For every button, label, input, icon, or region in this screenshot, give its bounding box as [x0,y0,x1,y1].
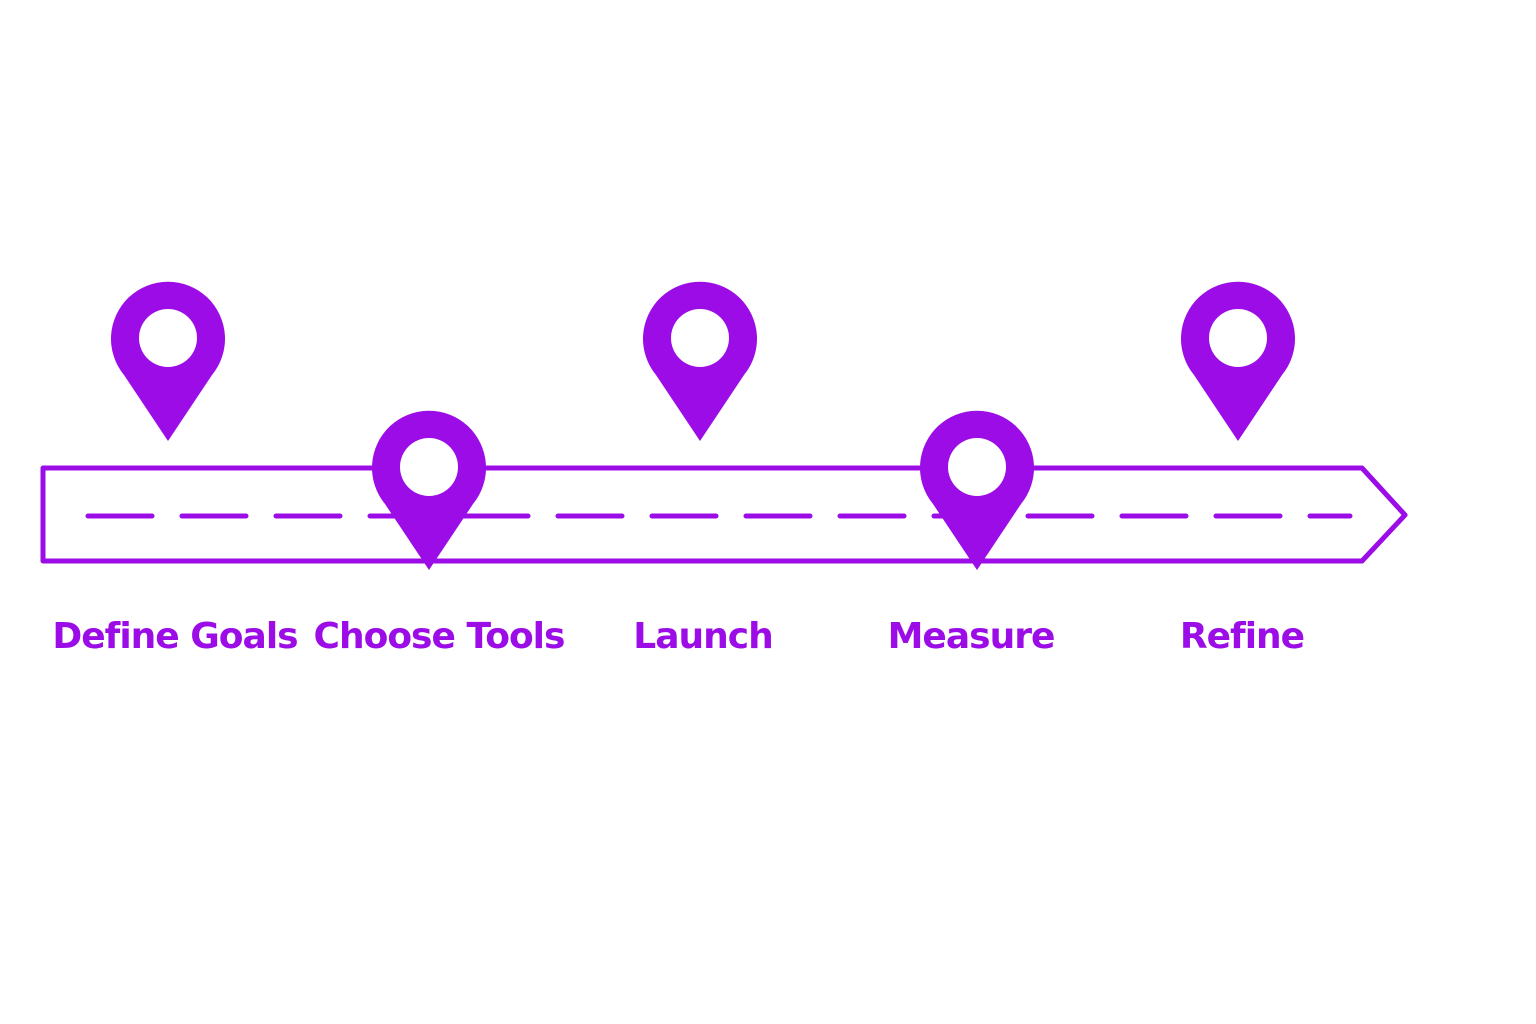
pin-hole [948,438,1006,496]
location-pin-icon [920,410,1034,570]
location-pin-icon [1181,281,1295,441]
location-pin-icon [372,410,486,570]
timeline-labels: Define Goals Choose Tools Launch Measure Ref… [52,616,1305,657]
step-label: Launch [633,616,772,657]
step-label: Refine [1180,616,1304,657]
timeline-arrow-outline [40,465,1408,564]
pin-hole [400,438,458,496]
pin-hole [1209,309,1267,367]
location-pin-icon [111,281,226,441]
pin-hole [671,309,729,367]
pin-hole [139,309,197,367]
step-label: Define Goals [52,616,297,657]
location-pin-icon [643,281,757,441]
timeline-pins [111,281,1295,570]
step-label: Measure [888,616,1055,657]
step-label: Choose Tools [314,616,565,657]
timeline-track [40,465,1408,564]
